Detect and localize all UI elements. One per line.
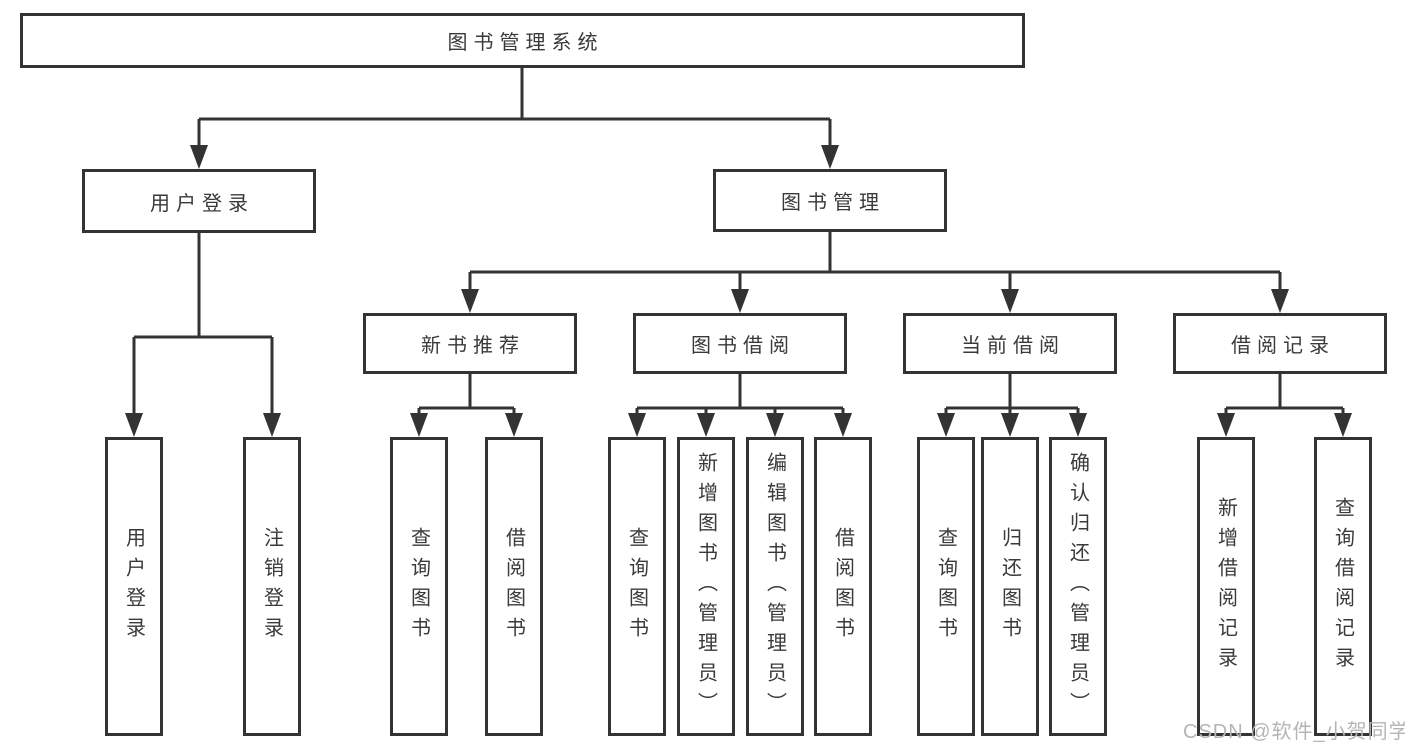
node-book-borrowing: 图书借阅: [633, 313, 847, 374]
leaf-add-books-admin-label: 新增图书（管理员）: [694, 451, 717, 722]
node-borrowing-records: 借阅记录: [1173, 313, 1387, 374]
leaf-user-login-label: 用户登录: [122, 526, 145, 647]
node-new-book-recommendation-label: 新书推荐: [421, 335, 525, 357]
node-book-management: 图书管理: [713, 169, 947, 232]
leaf-query-books-current: 查询图书: [917, 437, 975, 736]
leaf-logout-label: 注销登录: [260, 526, 283, 647]
leaf-query-borrow-record: 查询借阅记录: [1314, 437, 1372, 736]
node-book-management-label: 图书管理: [781, 192, 885, 214]
leaf-return-books: 归还图书: [981, 437, 1039, 736]
leaf-borrow-books-recommend-label: 借阅图书: [502, 526, 525, 647]
leaf-logout: 注销登录: [243, 437, 301, 736]
node-book-borrowing-label: 图书借阅: [691, 335, 795, 357]
node-user-login: 用户登录: [82, 169, 316, 233]
watermark-text: CSDN @软件_小贺同学: [1183, 721, 1405, 743]
leaf-borrow-books-borrowing-label: 借阅图书: [831, 526, 854, 647]
leaf-add-borrow-record-label: 新增借阅记录: [1214, 496, 1237, 677]
leaf-add-books-admin: 新增图书（管理员）: [677, 437, 735, 736]
leaf-query-books-current-label: 查询图书: [934, 526, 957, 647]
node-current-borrowing: 当前借阅: [903, 313, 1117, 374]
leaf-query-books-recommend-label: 查询图书: [407, 526, 430, 647]
node-borrowing-records-label: 借阅记录: [1231, 335, 1335, 357]
node-user-login-label: 用户登录: [150, 192, 254, 215]
node-current-borrowing-label: 当前借阅: [961, 335, 1065, 357]
leaf-query-books-borrowing: 查询图书: [608, 437, 666, 736]
leaf-query-borrow-record-label: 查询借阅记录: [1331, 496, 1354, 677]
leaf-add-borrow-record: 新增借阅记录: [1197, 437, 1255, 736]
node-book-management-system: 图书管理系统: [20, 13, 1025, 68]
node-book-management-system-label: 图书管理系统: [447, 32, 604, 54]
leaf-query-books-recommend: 查询图书: [390, 437, 448, 736]
leaf-user-login: 用户登录: [105, 437, 163, 736]
leaf-return-books-label: 归还图书: [998, 526, 1021, 647]
node-new-book-recommendation: 新书推荐: [363, 313, 577, 374]
leaf-edit-books-admin: 编辑图书（管理员）: [746, 437, 804, 736]
leaf-edit-books-admin-label: 编辑图书（管理员）: [763, 451, 786, 722]
leaf-borrow-books-borrowing: 借阅图书: [814, 437, 872, 736]
leaf-confirm-return-admin: 确认归还（管理员）: [1049, 437, 1107, 736]
leaf-confirm-return-admin-label: 确认归还（管理员）: [1066, 451, 1089, 722]
leaf-borrow-books-recommend: 借阅图书: [485, 437, 543, 736]
leaf-query-books-borrowing-label: 查询图书: [625, 526, 648, 647]
